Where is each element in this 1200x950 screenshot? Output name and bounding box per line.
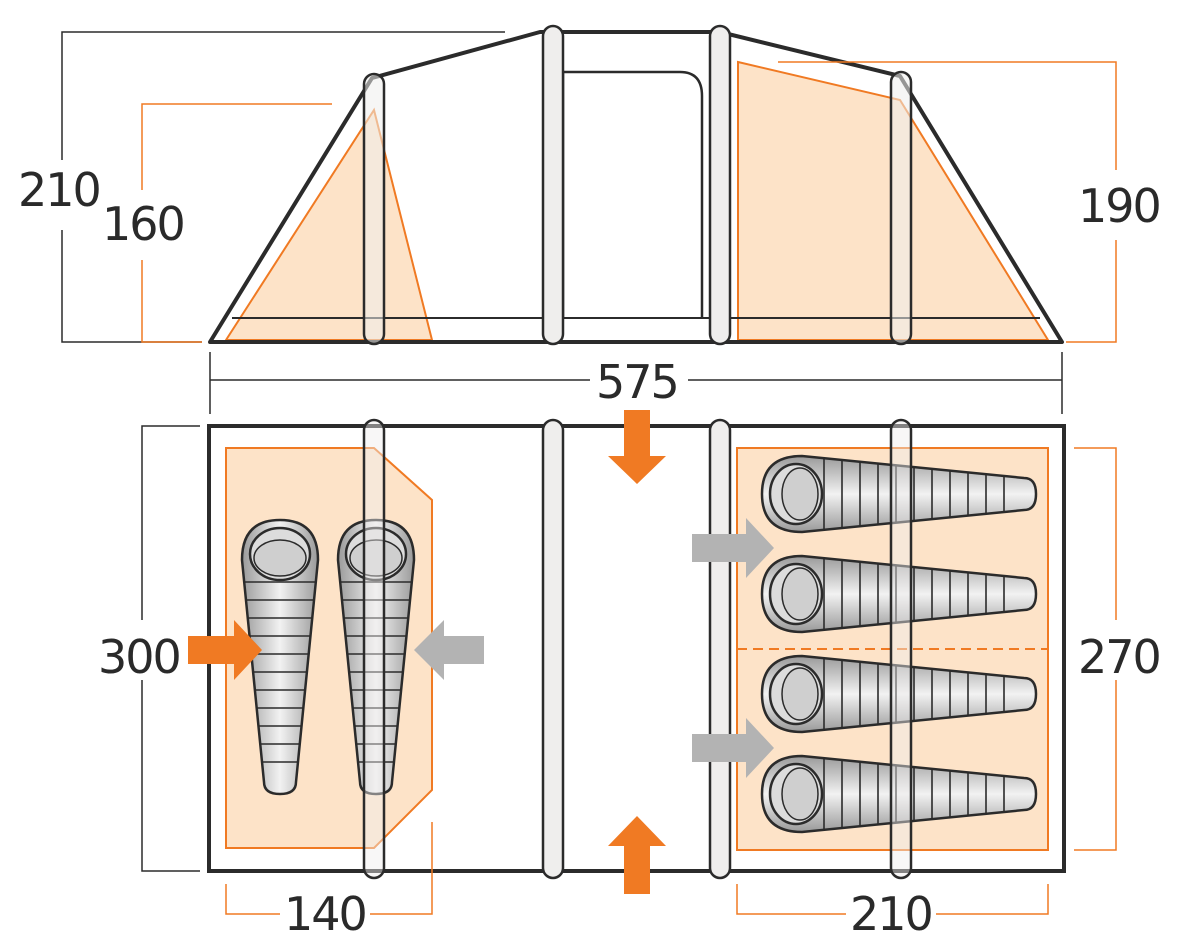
label-bedroom-width: 270: [1078, 630, 1160, 684]
arrow-right-gray-lower: [692, 718, 774, 778]
label-total-width: 300: [98, 630, 180, 684]
label-left-room-height: 160: [102, 197, 184, 251]
side-poles: [362, 24, 913, 346]
floor-plan: 300 270 140 210: [96, 410, 1162, 941]
dim-line-left-bedroom-length-end: [370, 822, 433, 915]
label-right-room-height: 190: [1078, 179, 1160, 233]
dim-line-right-bedroom-length: [736, 884, 846, 915]
arrow-right-gray-upper: [692, 518, 774, 578]
arrow-right-orange: [188, 620, 262, 680]
entrance-arrows: [188, 410, 774, 894]
label-total-length: 575: [596, 355, 678, 409]
label-right-bedroom-length: 210: [850, 887, 932, 941]
total-length-dimension: 575: [209, 352, 1063, 414]
label-peak-height: 210: [18, 163, 100, 217]
dim-line-right-bedroom-length-end: [936, 884, 1049, 915]
arrow-down-orange: [608, 410, 666, 484]
side-elevation: 210 160 190: [18, 24, 1162, 346]
label-left-bedroom-length: 140: [284, 887, 366, 941]
dim-line-left-bedroom-length: [225, 884, 280, 915]
arrow-left-gray: [414, 620, 484, 680]
arrow-up-orange: [608, 816, 666, 894]
side-door: [561, 70, 704, 318]
